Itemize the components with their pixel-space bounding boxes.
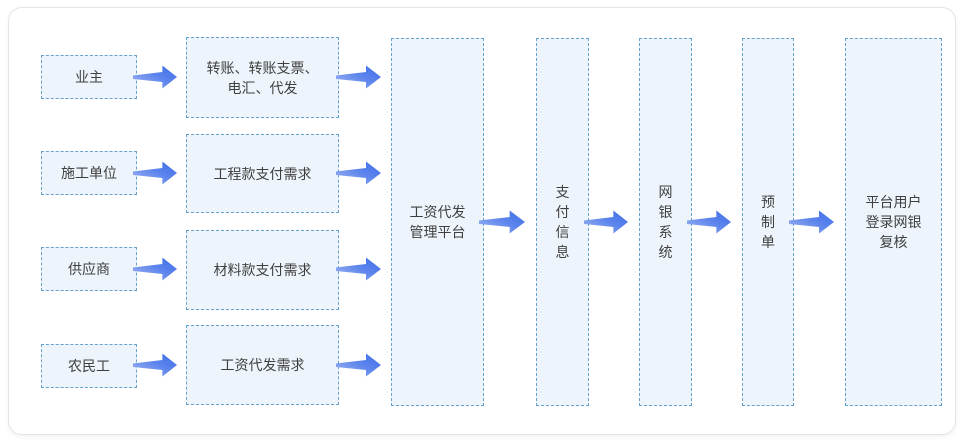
node-label-char: 支 — [555, 184, 570, 200]
arrow-right-icon — [133, 65, 178, 89]
node-wage-payment-request: 工资代发需求 — [186, 325, 339, 405]
node-platform-user-review: 平台用户 登录网银 复核 — [845, 38, 942, 406]
node-wage-platform: 工资代发 管理平台 — [391, 38, 484, 406]
node-label: 工程款支付需求 — [213, 165, 312, 182]
node-material-payment-request: 材料款支付需求 — [186, 230, 339, 310]
arrow-right-icon — [479, 210, 525, 234]
node-label-line: 工资代发 — [409, 204, 466, 220]
arrow-right-icon — [133, 353, 178, 377]
arrow-right-icon — [584, 210, 629, 234]
node-transfer-methods: 转账、转账支票、 电汇、代发 — [186, 37, 339, 118]
arrow-right-icon — [336, 65, 381, 89]
node-label-char: 息 — [555, 244, 570, 260]
arrow-right-icon — [133, 161, 178, 185]
node-label-char: 单 — [761, 234, 775, 250]
node-label-char: 付 — [555, 204, 570, 220]
node-label: 施工单位 — [61, 165, 117, 181]
node-label-line: 管理平台 — [409, 224, 466, 240]
node-label-line: 登录网银 — [865, 214, 922, 230]
node-label-char: 制 — [761, 214, 775, 230]
node-worker: 农民工 — [41, 344, 137, 388]
arrow-right-icon — [789, 210, 834, 234]
node-ebank-system: 网 银 系 统 — [639, 38, 692, 406]
node-label-char: 银 — [658, 204, 673, 220]
node-label-char: 统 — [658, 244, 673, 260]
node-project-payment-request: 工程款支付需求 — [186, 134, 339, 213]
node-label-char: 信 — [555, 224, 570, 240]
node-label-char: 网 — [658, 184, 673, 200]
flowchart-panel: 业主 施工单位 供应商 农民工 转账、转账支票、 电汇、代发 工程款支付需求 材… — [8, 7, 956, 435]
node-label-char: 系 — [658, 224, 673, 240]
arrow-right-icon — [336, 353, 381, 377]
node-label-char: 预 — [761, 194, 775, 210]
arrow-right-icon — [336, 161, 381, 185]
arrow-right-icon — [133, 257, 178, 281]
node-label: 农民工 — [68, 358, 110, 374]
node-contractor: 施工单位 — [41, 151, 137, 195]
arrow-right-icon — [687, 210, 732, 234]
node-label-line: 转账、转账支票、 — [206, 59, 319, 76]
node-label: 业主 — [75, 69, 103, 85]
node-label-line: 平台用户 — [865, 194, 922, 210]
node-label-line: 电汇、代发 — [227, 79, 298, 96]
node-precreated-order: 预 制 单 — [742, 38, 794, 406]
node-owner: 业主 — [41, 55, 137, 99]
node-label: 供应商 — [68, 261, 110, 277]
node-payment-info: 支 付 信 息 — [536, 38, 589, 406]
arrow-right-icon — [336, 257, 381, 281]
node-label-line: 复核 — [879, 234, 908, 250]
node-label: 工资代发需求 — [220, 357, 305, 373]
node-supplier: 供应商 — [41, 247, 137, 291]
node-label: 材料款支付需求 — [213, 262, 312, 278]
